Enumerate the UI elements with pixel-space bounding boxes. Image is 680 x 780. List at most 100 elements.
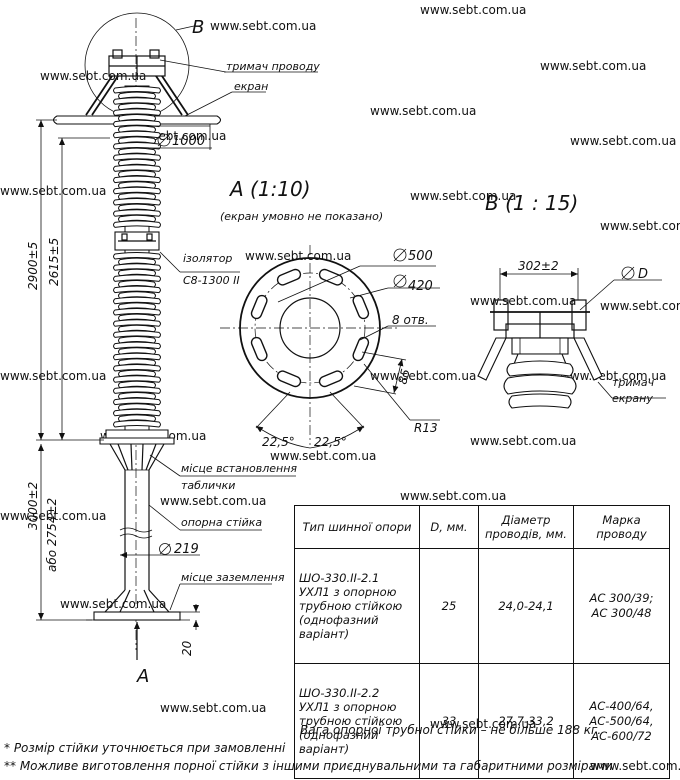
wire-holder (85, 49, 189, 116)
col-mark: Марка проводу (573, 505, 670, 549)
label-ground: місце заземлення (181, 571, 285, 584)
insulator-shed (113, 364, 161, 372)
main-elevation: В (26, 12, 320, 687)
dim-3000: 3000±2 (26, 482, 40, 530)
watermark: www.sebt.com.ua (160, 494, 266, 508)
dim-r13: R13 (414, 421, 438, 435)
label-insulator-2: С8-1300 ІІ (183, 274, 240, 287)
table-row: ШО-330.ІІ-2.2 УХЛ1 з опорною трубною сті… (294, 663, 670, 779)
cell-mark: АС-400/64, АС-500/64, АС-600/72 (573, 663, 670, 779)
insulator-shed (113, 198, 161, 206)
watermark: www.sebt.com.ua (570, 134, 676, 148)
watermark: www.sebt.com.ua (160, 701, 266, 715)
watermark: www.sebt.com.ua (245, 249, 351, 263)
dim-2754: або 2754±2 (45, 498, 59, 572)
flange-slot (352, 336, 370, 362)
watermark: www.sebt.com.ua (600, 219, 680, 233)
dim-d: D (638, 267, 648, 282)
flange-slot (250, 294, 268, 320)
watermark: www.sebt.com.ua (0, 369, 106, 383)
watermark: www.sebt.com.ua (270, 449, 376, 463)
mark-line: АС 300/39; (589, 591, 654, 605)
view-a-subtitle: (екран умовно не показано) (220, 210, 383, 223)
insulator-shed (113, 186, 161, 195)
insulator-shed (113, 119, 161, 128)
cell-mark: АС 300/39; АС 300/48 (573, 548, 670, 664)
table-header-row: Тип шинної опори D, мм. Діаметр проводів… (294, 505, 670, 549)
label-plate-2: таблички (181, 479, 235, 492)
insulator-flange (114, 231, 160, 251)
label-support: опорна стійка (181, 516, 262, 529)
watermark: www.sebt.com.ua (400, 489, 506, 503)
label-screen-holder-1: тримач (612, 376, 655, 389)
dim-20: 20 (180, 640, 194, 656)
flange-slot (318, 370, 344, 388)
flange-slot (276, 370, 302, 388)
insulator-shed (113, 86, 161, 94)
label-plate-1: місце встановлення (181, 462, 297, 475)
type-line: трубною стійкою (299, 714, 403, 728)
base-flange (99, 429, 175, 445)
footnote-1: * Розмір стійки уточнюється при замовлен… (4, 741, 286, 755)
view-b-title: В (1 : 15) (485, 191, 578, 215)
watermark: www.sebt.com.ua (210, 19, 316, 33)
mark-line: АС-400/64, (589, 698, 654, 713)
cell-d: 33 (419, 663, 479, 779)
insulator-shed (113, 142, 161, 150)
watermark: www.sebt.com.ua (420, 3, 526, 17)
insulator-shed (113, 209, 161, 217)
insulator-shed (113, 308, 161, 316)
weight-note: Вага опорної трубної стійки – не більше … (300, 723, 602, 737)
insulator-shed (113, 252, 161, 260)
spec-table: Тип шинної опори D, мм. Діаметр проводів… (294, 505, 670, 779)
cell-type: ШО-330.ІІ-2.1 УХЛ1 з опорною трубною сті… (294, 548, 420, 664)
col-type: Тип шинної опори (294, 505, 420, 549)
watermark: www.sebt.com.ua (560, 369, 666, 383)
dim-420: 420 (408, 279, 433, 294)
label-wire-holder: тримач проводу (226, 60, 320, 73)
watermark: www.sebt.com.ua (40, 69, 146, 83)
insulator-shed (113, 108, 161, 116)
angle-1: 22,5° (262, 435, 295, 449)
insulator-shed (113, 130, 161, 139)
type-line: УХЛ1 з опорною (299, 700, 397, 714)
type-line: варіант) (299, 627, 350, 641)
label-screen-holder-2: екрану (612, 392, 653, 405)
insulator-shed (113, 153, 161, 161)
type-line: ШО-330.ІІ-2.1 (299, 571, 380, 585)
flange-slot (250, 336, 268, 362)
type-line: (однофазний (299, 728, 379, 742)
type-line: варіант) (299, 742, 350, 756)
flange-slot (318, 268, 344, 286)
table-row: ШО-330.ІІ-2.1 УХЛ1 з опорною трубною сті… (294, 548, 670, 664)
type-line: ШО-330.ІІ-2.2 (299, 686, 380, 700)
watermark: www.sebt.com.ua (0, 509, 106, 523)
mark-line: АС-600/72 (591, 728, 652, 743)
watermark: www.sebt.com.ua (370, 369, 476, 383)
dim-302: 302±2 (518, 259, 559, 273)
view-a: А (1:10) (екран умовно не показано) 500 … (220, 177, 440, 449)
dim-2900: 2900±5 (26, 242, 40, 290)
insulator-shed (113, 408, 161, 417)
watermark: www.sebt.com.ua (60, 597, 166, 611)
dim-500: 500 (408, 249, 433, 264)
label-screen: екран (234, 80, 268, 93)
watermark: www.sebt.com.ua (470, 294, 576, 308)
flange-slot (276, 268, 302, 286)
watermark: www.sebt.com.ua (410, 189, 516, 203)
label-holes: 8 отв. (392, 313, 429, 327)
insulator-shed (113, 296, 161, 305)
flange-slot (352, 294, 370, 320)
insulator-shed (113, 386, 161, 394)
dim-2615: 2615±5 (47, 238, 61, 286)
insulator-shed (113, 319, 161, 327)
view-a-title: А (1:10) (228, 177, 311, 201)
insulator-shed (113, 220, 161, 228)
mark-line: АС-500/64, (589, 713, 654, 728)
insulator-shed (113, 175, 161, 184)
insulator-shed (113, 164, 161, 172)
insulator-shed (113, 263, 161, 271)
angle-2: 22,5° (314, 435, 347, 449)
dim-85: 85 (395, 367, 412, 385)
